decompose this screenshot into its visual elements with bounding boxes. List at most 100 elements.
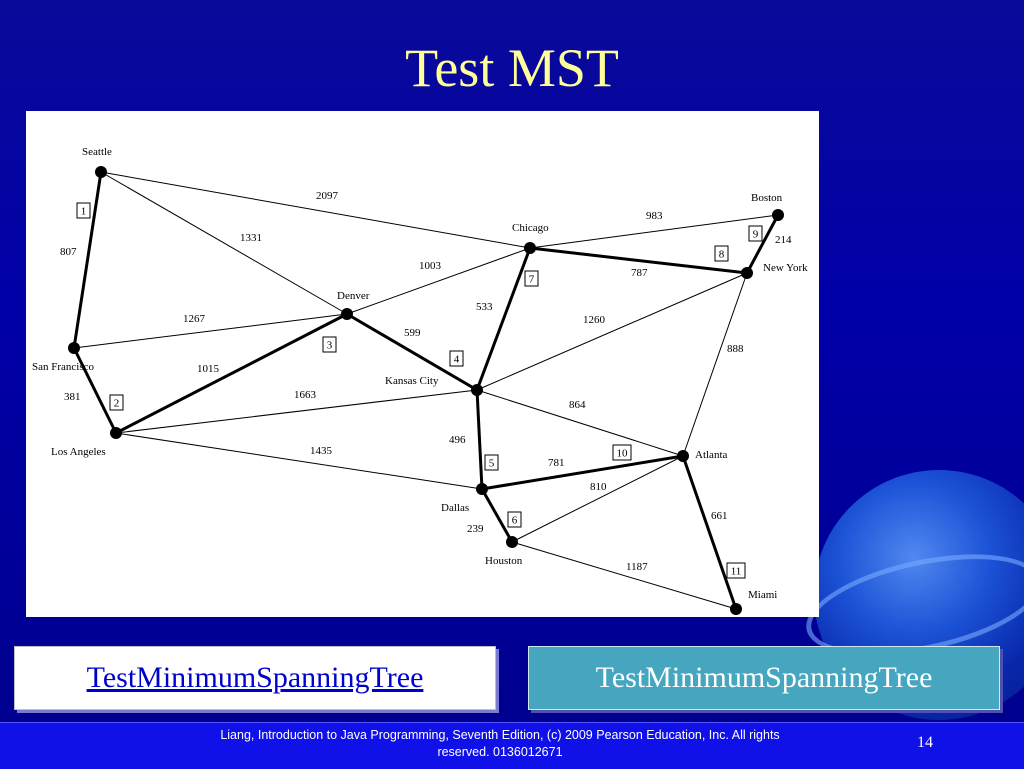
mst-order-box	[714, 245, 729, 262]
mst-order-box	[449, 350, 464, 367]
mst-order-number: 11	[731, 566, 742, 578]
mst-order-layer: 1 2 3 4 7 5 8 9 11 10 6	[76, 202, 763, 579]
mst-order-badge-4: 4	[449, 350, 464, 367]
edge-kansascity-newyork	[476, 272, 748, 391]
city-label-boston: Boston	[751, 192, 783, 204]
edge-weight-chicago-boston: 983	[646, 210, 663, 222]
city-node-houston	[506, 536, 518, 548]
city-label-chicago: Chicago	[512, 222, 549, 234]
mst-order-badge-7: 7	[524, 270, 539, 287]
mst-edge-sanfrancisco-losangeles	[72, 347, 118, 434]
edge-weight-houston-miami: 1187	[626, 561, 648, 573]
edge-weight-denver-kansascity: 599	[404, 327, 421, 339]
edge-weight-losangeles-dallas: 1435	[310, 445, 333, 457]
mst-order-badge-1: 1	[76, 202, 91, 219]
slide-title: Test MST	[405, 38, 619, 98]
city-node-newyork	[741, 267, 753, 279]
edge-kansascity-atlanta	[476, 389, 684, 457]
city-node-chicago	[524, 242, 536, 254]
mst-edge-denver-kansascity	[346, 312, 478, 392]
edge-weight-seattle-denver: 1331	[240, 232, 262, 244]
mst-order-box	[322, 336, 337, 353]
mst-order-box	[612, 444, 632, 461]
city-label-miami: Miami	[748, 589, 777, 601]
city-node-denver	[341, 308, 353, 320]
mst-order-box	[726, 562, 746, 579]
edge-weight-sanfrancisco-denver: 1267	[183, 313, 206, 325]
edge-weight-kansascity-chicago: 533	[476, 301, 493, 313]
page-number: 14	[917, 734, 933, 751]
city-node-dallas	[476, 483, 488, 495]
mst-graph: 2097133180712673811015166314351003599533…	[32, 146, 808, 615]
edge-atlanta-houston	[511, 455, 684, 543]
edge-weight-kansascity-dallas: 496	[449, 434, 466, 446]
mst-order-number: 3	[327, 340, 333, 352]
city-label-dallas: Dallas	[441, 502, 469, 514]
edge-losangeles-kansascity	[115, 389, 478, 434]
mst-edge-chicago-newyork	[529, 246, 748, 275]
city-label-losangeles: Los Angeles	[51, 446, 106, 458]
edge-weight-chicago-newyork: 787	[631, 267, 648, 279]
mst-order-number: 2	[114, 398, 120, 410]
mst-order-number: 9	[753, 229, 759, 241]
edge-sanfrancisco-denver	[73, 313, 348, 349]
mst-order-box	[76, 202, 91, 219]
city-label-kansascity: Kansas City	[385, 375, 439, 387]
edge-weight-dallas-houston: 239	[467, 523, 484, 535]
copyright-footer: Liang, Introduction to Java Programming,…	[220, 728, 780, 759]
source-code-link[interactable]: TestMinimumSpanningTree	[14, 646, 496, 710]
mst-order-box	[524, 270, 539, 287]
mst-order-badge-2: 2	[109, 394, 124, 411]
city-node-seattle	[95, 166, 107, 178]
mst-edge-seattle-sanfrancisco	[72, 171, 103, 349]
mst-edge-dallas-houston	[480, 488, 514, 543]
edge-weight-atlanta-houston: 810	[590, 481, 607, 493]
edges-layer	[72, 171, 780, 610]
city-label-newyork: New York	[763, 262, 808, 274]
mst-edge-kansascity-chicago	[475, 247, 532, 391]
city-label-sanfrancisco: San Francisco	[32, 361, 95, 373]
edge-chicago-boston	[529, 214, 779, 249]
mst-order-badge-3: 3	[322, 336, 337, 353]
city-label-atlanta: Atlanta	[695, 449, 727, 461]
city-label-houston: Houston	[485, 555, 523, 567]
city-node-losangeles	[110, 427, 122, 439]
mst-edge-atlanta-dallas	[481, 454, 684, 491]
mst-edge-losangeles-denver	[115, 312, 348, 435]
mst-order-number: 10	[617, 448, 629, 460]
mst-order-number: 5	[489, 458, 495, 470]
mst-order-badge-6: 6	[507, 511, 522, 528]
mst-edge-kansascity-dallas	[475, 389, 484, 490]
edge-weight-boston-newyork: 214	[775, 234, 792, 246]
mst-order-badge-9: 9	[748, 225, 763, 242]
mst-order-number: 6	[512, 515, 518, 527]
city-label-denver: Denver	[337, 290, 370, 302]
edge-weight-newyork-atlanta: 888	[727, 343, 744, 355]
mst-order-box	[484, 454, 499, 471]
edge-seattle-denver	[100, 171, 348, 315]
edge-weight-sanfrancisco-losangeles: 381	[64, 391, 81, 403]
edge-denver-chicago	[346, 247, 531, 315]
mst-order-box	[507, 511, 522, 528]
city-node-kansascity	[471, 384, 483, 396]
mst-order-number: 8	[719, 249, 725, 261]
edge-weight-denver-chicago: 1003	[419, 260, 442, 272]
edge-weight-kansascity-atlanta: 864	[569, 399, 586, 411]
edge-weight-seattle-chicago: 2097	[316, 190, 339, 202]
edge-seattle-chicago	[100, 171, 531, 249]
city-label-seattle: Seattle	[82, 146, 112, 158]
run-program-button[interactable]: TestMinimumSpanningTree	[528, 646, 1000, 710]
mst-edge-atlanta-miami	[681, 455, 738, 610]
mst-order-number: 4	[454, 354, 460, 366]
edge-losangeles-dallas	[115, 432, 483, 490]
edge-newyork-atlanta	[682, 272, 748, 457]
city-node-miami	[730, 603, 742, 615]
mst-order-number: 1	[81, 206, 87, 218]
mst-order-badge-8: 8	[714, 245, 729, 262]
weights-layer: 2097133180712673811015166314351003599533…	[60, 190, 792, 573]
edge-weight-losangeles-kansascity: 1663	[294, 389, 317, 401]
edge-houston-miami	[511, 541, 737, 610]
mst-order-badge-11: 11	[726, 562, 746, 579]
